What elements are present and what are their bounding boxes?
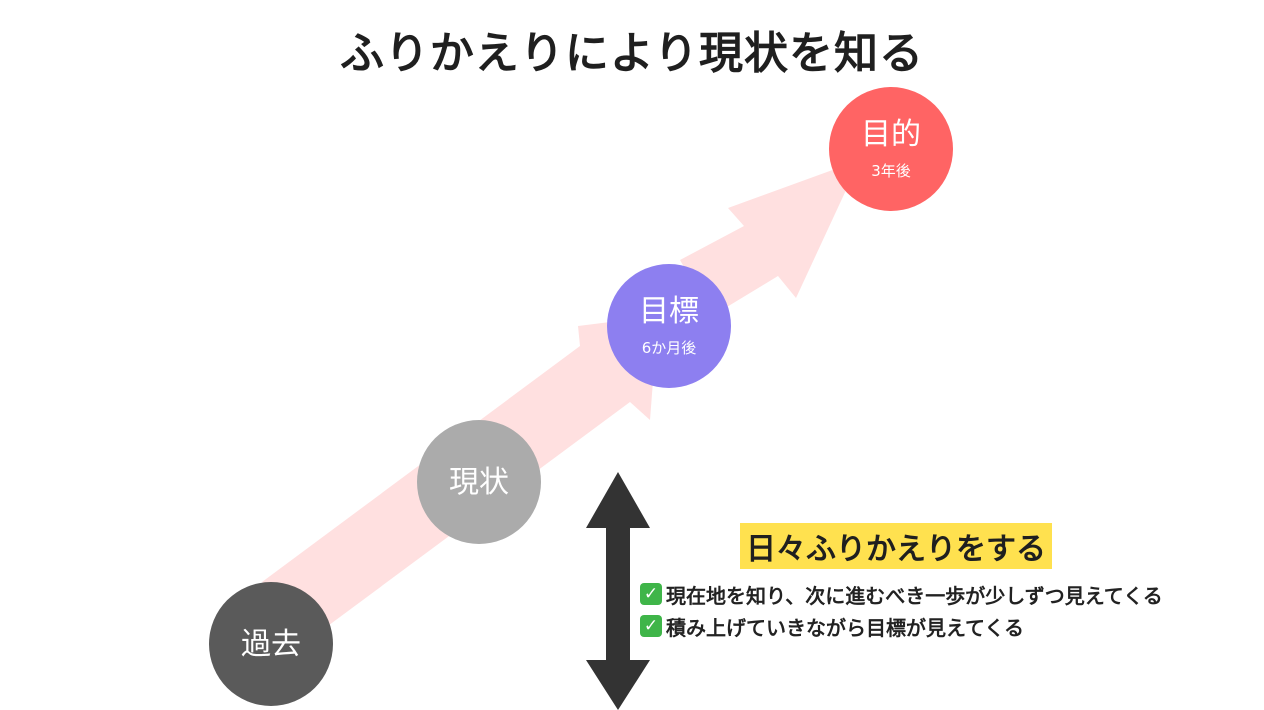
node-current-label: 現状: [449, 464, 509, 500]
practice-bullet-2-text: 積み上げていきながら目標が見えてくる: [666, 615, 1024, 640]
practice-bullet-1-text: 現在地を知り、次に進むべき一歩が少しずつ見えてくる: [666, 583, 1163, 608]
node-goal-label: 目標: [639, 294, 699, 330]
node-goal-sublabel: 6か月後: [641, 339, 697, 358]
node-purpose-sublabel: 3年後: [871, 162, 911, 181]
practice-heading: 日々ふりかえりをする: [740, 523, 1052, 569]
node-goal: 目標 6か月後: [607, 264, 731, 388]
node-purpose: 目的 3年後: [829, 87, 953, 211]
check-mark-icon: ✓: [640, 583, 662, 605]
check-mark-icon: ✓: [640, 615, 662, 637]
page-title: ふりかえりにより現状を知る: [339, 28, 925, 79]
node-purpose-label: 目的: [861, 117, 921, 153]
double-headed-arrow-icon: [586, 472, 650, 710]
node-past-label: 過去: [241, 626, 301, 662]
node-current: 現状: [417, 420, 541, 544]
node-past: 過去: [209, 582, 333, 706]
practice-bullet-1: ✓ 現在地を知り、次に進むべき一歩が少しずつ見えてくる: [640, 580, 1163, 608]
practice-bullet-2: ✓ 積み上げていきながら目標が見えてくる: [640, 612, 1024, 640]
progress-arrow-segment-2: [680, 160, 860, 316]
